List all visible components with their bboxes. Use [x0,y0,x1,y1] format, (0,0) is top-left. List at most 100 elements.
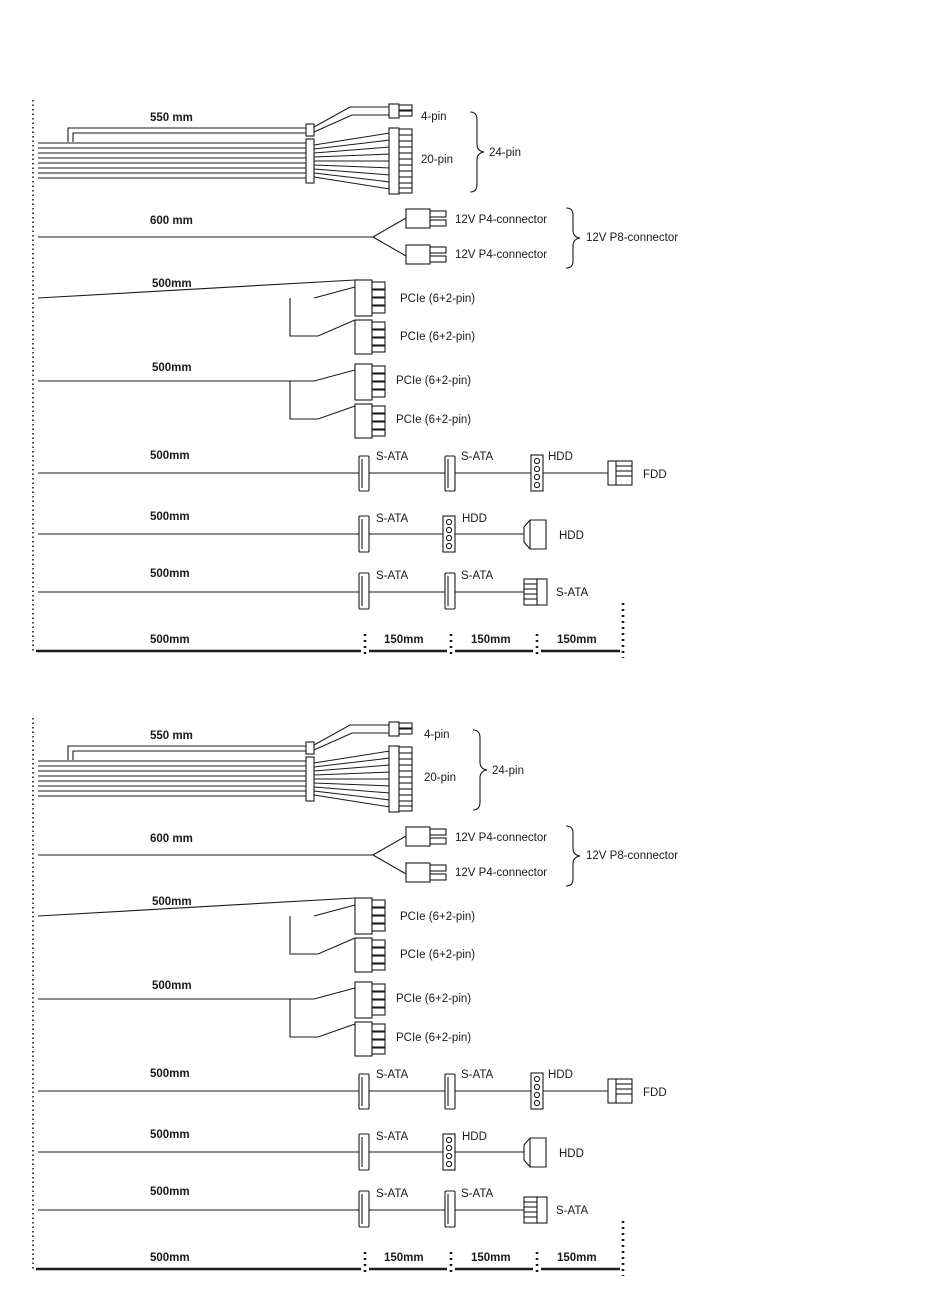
scale-label: 150mm [471,1252,511,1264]
cable-length: 500mm [150,1186,190,1198]
cable-length: 550 mm [150,112,193,124]
connector-label: S-ATA [461,570,493,582]
connector-label: PCIe (6+2-pin) [400,331,475,343]
connector-label: PCIe (6+2-pin) [400,293,475,305]
connector-label: FDD [643,469,667,481]
sata-plug-icon [523,578,548,606]
connector-label: PCIe (6+2-pin) [400,911,475,923]
cable-peripheral-3: 500mm S-ATA S-ATA S-ATA [38,568,588,610]
cable-pcie-1: 500mm PCIe (6+2-pin) PCIe (6+2-pin) [37,278,475,355]
sata-connector-icon [444,455,456,492]
sata-connector-icon [444,1190,456,1228]
p4-connector-icon [405,208,447,229]
connector-label: PCIe (6+2-pin) [400,949,475,961]
sata-connector-icon [358,455,370,492]
pcie-connector-icon [354,279,386,317]
cable-length: 500mm [152,896,192,908]
connector-label: HDD [548,451,573,463]
cable-pcie-2: 500mm PCIe (6+2-pin) PCIe (6+2-pin) [38,362,471,439]
fdd-connector-icon [607,1078,633,1104]
connector-label: S-ATA [376,1188,408,1200]
20-pin-connector-icon [388,745,413,813]
connector-label: S-ATA [556,587,588,599]
connector-label: S-ATA [376,513,408,525]
sleeve-icon [305,138,315,184]
cable-length: 600 mm [150,215,193,227]
pcie-connector-icon [354,937,386,973]
connector-label: 12V P4-connector [455,249,547,261]
sata-connector-icon [358,515,370,553]
cable-24pin: 550 mm [38,721,524,813]
p4-connector-icon [405,244,447,265]
4-pin-connector-icon [388,103,413,119]
cable-pcie-2: 500mm PCIe (6+2-pin) PCIe (6+2-pin) [38,980,471,1057]
sleeve-icon [305,123,315,137]
sleeve-icon [305,756,315,802]
molex-hdd-connector-icon [530,454,544,492]
cable-length: 500mm [152,980,192,992]
20-pin-connector-icon [388,127,413,195]
connector-label: 20-pin [424,772,456,784]
group-label: 12V P8-connector [586,850,678,862]
molex-hdd-plug-icon [523,519,547,550]
connector-label: S-ATA [376,570,408,582]
brace-icon [469,111,485,193]
cable-length: 500mm [150,450,190,462]
cable-peripheral-2: 500mm S-ATA HDD HDD [38,511,584,553]
connector-label: PCIe (6+2-pin) [396,993,471,1005]
p4-connector-icon [405,826,447,847]
cable-length: 500mm [150,511,190,523]
sata-connector-icon [358,572,370,610]
p4-connector-icon [405,862,447,883]
connector-label: 12V P4-connector [455,867,547,879]
4-pin-connector-icon [388,721,413,737]
cable-p8: 600 mm 12V P4-connector 12V P4-connector… [38,825,678,887]
cable-length: 500mm [150,1129,190,1141]
sata-connector-icon [358,1190,370,1228]
brace-icon [565,207,581,269]
connector-label: S-ATA [376,1131,408,1143]
pcie-connector-icon [354,981,386,1019]
connector-label: 12V P4-connector [455,214,547,226]
sata-connector-icon [444,572,456,610]
fdd-connector-icon [607,460,633,486]
scale-bar: 500mm 150mm 150mm 150mm [36,603,625,658]
cable-pcie-1: 500mm PCIe (6+2-pin) PCIe (6+2-pin) [37,896,475,973]
connector-label: PCIe (6+2-pin) [396,1032,471,1044]
scale-label: 150mm [557,634,597,646]
scale-label: 150mm [384,1252,424,1264]
cable-peripheral-1: 500mm S-ATA S-ATA HDD FDD [38,450,667,492]
scale-label: 500mm [150,1252,190,1264]
cable-length: 550 mm [150,730,193,742]
connector-label: S-ATA [556,1205,588,1217]
connector-label: HDD [559,1148,584,1160]
connector-label: 20-pin [421,154,453,166]
connector-label: S-ATA [376,451,408,463]
cable-length: 600 mm [150,833,193,845]
group-label: 24-pin [489,147,521,159]
pcie-connector-icon [354,403,386,439]
scale-label: 500mm [150,634,190,646]
group-label: 24-pin [492,765,524,777]
connector-label: PCIe (6+2-pin) [396,375,471,387]
scale-label: 150mm [557,1252,597,1264]
connector-label: S-ATA [376,1069,408,1081]
connector-label: S-ATA [461,1188,493,1200]
connector-label: HDD [548,1069,573,1081]
cable-peripheral-2: 500mm S-ATA HDD HDD [38,1129,584,1171]
brace-icon [565,825,581,887]
cable-24pin: 550 mm [38,103,521,195]
connector-label: 12V P4-connector [455,832,547,844]
cable-length: 500mm [152,278,192,290]
connector-label: PCIe (6+2-pin) [396,414,471,426]
connector-label: FDD [643,1087,667,1099]
connector-label: HDD [462,513,487,525]
cable-length: 500mm [152,362,192,374]
connector-label: HDD [462,1131,487,1143]
pcie-connector-icon [354,319,386,355]
cable-peripheral-1: 500mm S-ATA S-ATA HDD FDD [38,1068,667,1110]
scale-label: 150mm [384,634,424,646]
sata-connector-icon [444,1073,456,1110]
cable-length: 500mm [150,1068,190,1080]
